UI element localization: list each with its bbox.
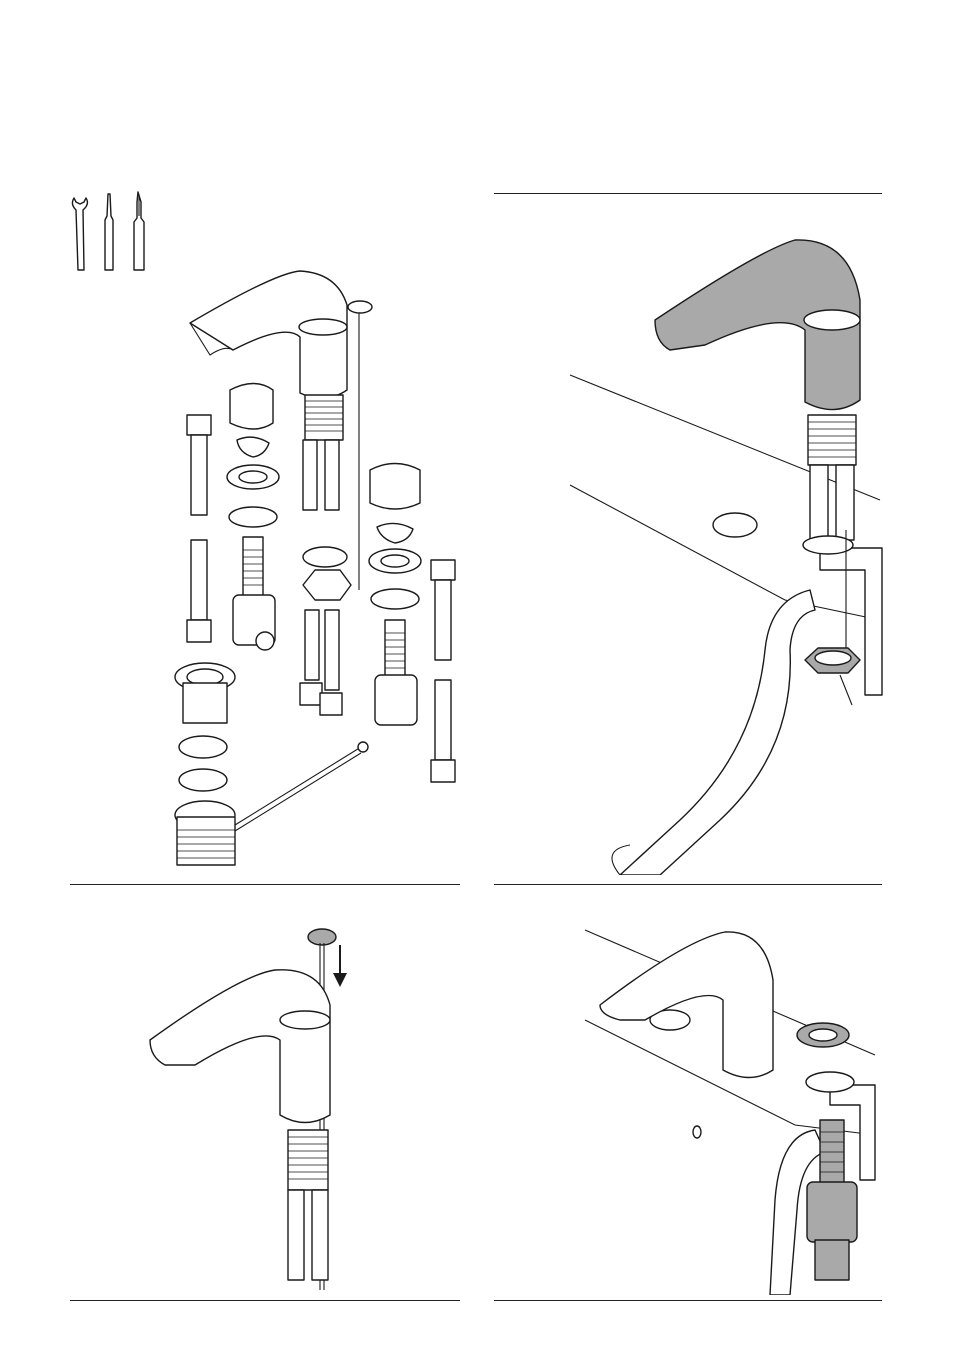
mid-left-rule: [70, 884, 460, 885]
spout-shank: [303, 395, 343, 510]
left-supply-hose: [187, 415, 211, 642]
top-right-rule: [494, 193, 882, 194]
mounting-nut: [300, 547, 351, 715]
bottom-right-rule: [494, 1300, 882, 1301]
grey-spout: [655, 240, 860, 410]
faucet-spout: [150, 970, 330, 1123]
mounting-panel: [560, 230, 890, 875]
right-supply-hose: [431, 560, 455, 782]
mid-right-rule: [494, 884, 882, 885]
left-handle-parts: [227, 384, 279, 651]
rod-insert-panel: [140, 915, 370, 1295]
flat-screwdriver-icon: [105, 194, 113, 270]
faucet-spout: [600, 932, 773, 1078]
valve-install-panel: [575, 920, 885, 1295]
popup-rod: [348, 301, 372, 590]
bonnet-parts: [797, 1023, 854, 1092]
right-handle-parts: [369, 464, 421, 726]
phillips-screwdriver-icon: [134, 192, 144, 270]
tools-group: [62, 188, 162, 274]
exploded-parts-panel: [165, 265, 475, 875]
down-arrow-icon: [333, 945, 347, 987]
bottom-left-rule: [70, 1300, 460, 1301]
wrench-icon: [72, 198, 87, 270]
faucet-spout: [190, 271, 347, 398]
